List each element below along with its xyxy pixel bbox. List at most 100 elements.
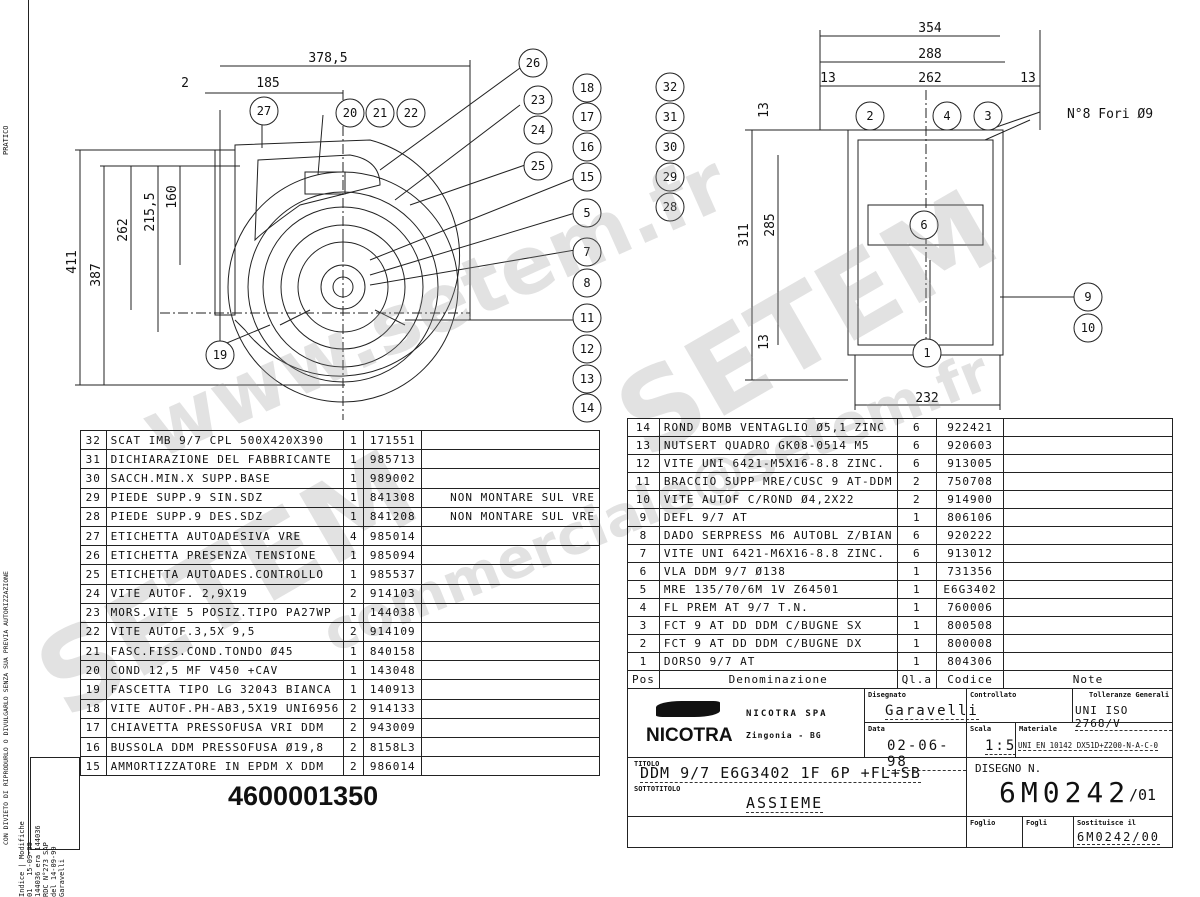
part-description: PIEDE SUPP.9 DES.SDZ (105, 506, 345, 527)
dimension-label: 262 (116, 218, 131, 241)
balloon-circle (572, 162, 602, 192)
part-position: 32 (80, 429, 107, 451)
part-quantity: 4 (343, 525, 365, 547)
part-note (1003, 616, 1173, 635)
part-code: 750708 (936, 472, 1005, 491)
part-note (421, 679, 600, 700)
balloon-circle (205, 340, 235, 370)
dimension-label: 354 (918, 21, 942, 36)
part-description: DORSO 9/7 AT (658, 652, 898, 671)
balloon-circle (912, 338, 942, 368)
part-position: 25 (80, 564, 107, 585)
part-code: 760006 (936, 598, 1005, 617)
balloon-circle (655, 132, 685, 162)
balloon-circle (1073, 282, 1103, 312)
part-description: MORS.VITE 5 POSIZ.TIPO PA27WP (105, 602, 345, 623)
balloon-circle (572, 198, 602, 228)
dimension-label: 13 (820, 71, 836, 86)
balloon-label: 29 (663, 170, 677, 184)
holes-note: N°8 Fori Ø9 (1067, 107, 1153, 122)
part-code: 140913 (363, 679, 423, 700)
tolerance: UNI ISO 2768/V (1075, 704, 1172, 731)
balloon-label: 7 (583, 245, 590, 259)
revision-index: 01 (26, 888, 34, 897)
part-quantity: 1 (896, 598, 938, 617)
balloon-label: 19 (213, 348, 227, 362)
balloon-label: 15 (580, 170, 594, 184)
date-label: Data (868, 725, 885, 733)
parts-header-cell: Denominazione (658, 670, 898, 689)
part-description: NUTSERT QUADRO GK08-0514 M5 (658, 436, 898, 455)
part-position: 22 (80, 621, 107, 643)
part-quantity: 1 (896, 508, 938, 527)
balloon-label: 31 (663, 110, 677, 124)
part-description: SCAT IMB 9/7 CPL 500X420X390 (105, 429, 345, 451)
part-quantity: 1 (896, 616, 938, 635)
part-position: 2 (627, 634, 660, 653)
dimension-label: 262 (918, 71, 941, 86)
part-description: MRE 135/70/6M 1V Z64501 (658, 580, 898, 599)
part-note (421, 660, 600, 681)
dimension-label: 160 (165, 185, 180, 208)
balloon-label: 17 (580, 110, 594, 124)
balloon-label: 21 (373, 106, 387, 120)
balloon-circle (572, 364, 602, 394)
part-quantity: 1 (343, 641, 365, 662)
revision-date: 15-09-99 (26, 842, 34, 876)
company-name: NICOTRA SPA (746, 709, 828, 719)
parts-header-cell: Codice (936, 670, 1005, 689)
part-note (421, 468, 600, 489)
dimension-label: 185 (256, 76, 279, 91)
part-code: 806106 (936, 508, 1005, 527)
balloon-circle (365, 98, 395, 128)
sheet-border (28, 0, 29, 855)
part-position: 19 (80, 679, 107, 700)
balloon-circle (572, 303, 602, 333)
revision-block: Indice | Modifiche 01 15-09-99 144036 er… (18, 757, 80, 897)
part-description: DEFL 9/7 AT (658, 508, 898, 527)
part-description: VITE AUTOF.3,5X 9,5 (105, 621, 345, 643)
part-description: ETICHETTA AUTOADESIVA VRE (105, 525, 345, 547)
balloon-label: 1 (923, 346, 930, 360)
part-note (421, 449, 600, 470)
balloon-label: 32 (663, 80, 677, 94)
part-code: 731356 (936, 562, 1005, 581)
part-quantity: 2 (896, 472, 938, 491)
part-quantity: 6 (896, 454, 938, 473)
part-quantity: 1 (343, 545, 365, 566)
part-code: 920222 (936, 526, 1005, 545)
balloon-label: 6 (920, 218, 927, 232)
revision-index-label: Indice (18, 871, 26, 897)
balloon-label: 2 (866, 109, 873, 123)
part-description: ETICHETTA PRESENZA TENSIONE (105, 545, 345, 566)
drawing-date: 02-06-98 (887, 738, 966, 771)
balloon-circle (572, 102, 602, 132)
part-note (421, 602, 600, 623)
dimension-label: 13 (757, 334, 772, 350)
part-quantity: 2 (343, 583, 365, 604)
part-note (1003, 652, 1173, 671)
side-view (745, 30, 1075, 410)
part-quantity: 2 (343, 698, 365, 719)
part-description: ROND BOMB VENTAGLIO Ø5,1 ZINC (658, 418, 898, 437)
balloon-circle (572, 268, 602, 298)
balloon-label: 18 (580, 81, 594, 95)
part-description: ETICHETTA AUTOADES.CONTROLLO (105, 564, 345, 585)
part-position: 17 (80, 717, 107, 739)
part-code: 920603 (936, 436, 1005, 455)
part-description: VLA DDM 9/7 Ø138 (658, 562, 898, 581)
dimension-label: 387 (89, 263, 104, 286)
revision-changes-label: Modifiche (18, 821, 26, 860)
